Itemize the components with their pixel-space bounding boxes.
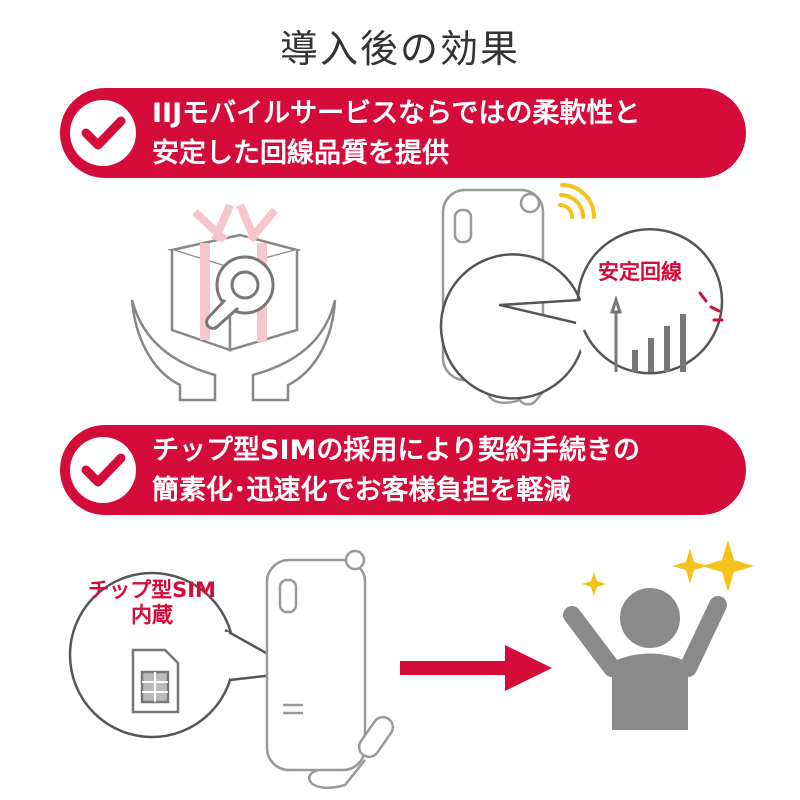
- phone-icon: [265, 549, 395, 789]
- gear-wrench-icon: [205, 255, 275, 330]
- wifi-waves-icon: [558, 183, 596, 219]
- arrow-right-icon: [400, 645, 552, 691]
- hands-icon: [130, 299, 337, 402]
- happy-person-icon: [563, 588, 727, 730]
- benefit-1-line-2: 安定した回線品質を提供: [152, 138, 449, 169]
- benefit-2-line-1: チップ型SIMの採用により契約手続きの: [152, 435, 640, 466]
- chip-sim-callout: チップ型SIM 内蔵: [72, 578, 232, 628]
- benefit-2-line-2: 簡素化･迅速化でお客様負担を軽減: [152, 475, 571, 506]
- benefit-1-line-1: IIJモバイルサービスならではの柔軟性と: [152, 98, 641, 129]
- sparkle-icon: [582, 540, 754, 596]
- page-title: 導入後の効果: [279, 27, 520, 71]
- sim-card-icon: [131, 648, 180, 714]
- benefit-banner-1: IIJモバイルサービスならではの柔軟性と 安定した回線品質を提供: [60, 88, 746, 178]
- check-icon: [70, 437, 136, 503]
- benefit-banner-2: チップ型SIMの採用により契約手続きの 簡素化･迅速化でお客様負担を軽減: [60, 425, 746, 515]
- signal-bars-icon: [609, 295, 686, 372]
- chip-sim-callout-line-1: チップ型SIM: [88, 578, 216, 602]
- check-icon: [70, 100, 136, 166]
- stable-line-callout: 安定回線: [598, 260, 682, 284]
- chip-sim-callout-line-2: 内蔵: [131, 603, 173, 627]
